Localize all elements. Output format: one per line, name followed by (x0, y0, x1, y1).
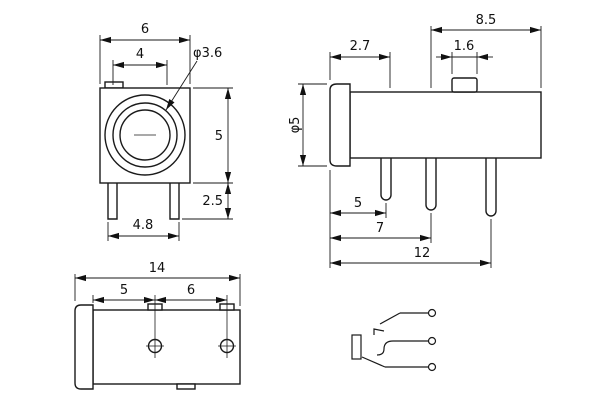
dim-label: 6 (141, 22, 149, 37)
dim-label: 5 (120, 283, 128, 298)
top-view: 14 5 6 (74, 261, 241, 390)
dim-label: 12 (414, 246, 431, 261)
dim-label: 8.5 (476, 13, 497, 28)
dim-label: φ3.6 (193, 46, 222, 61)
dim-label: 5 (354, 196, 362, 211)
dim-label: 2.7 (350, 39, 371, 54)
schematic-plug-body (351, 334, 362, 360)
dim-front-pin-span: 4.8 (107, 218, 180, 241)
schematic-view (351, 308, 437, 372)
schematic-terminal-2 (427, 336, 437, 346)
schematic-sleeve-contact (361, 356, 386, 368)
leader-line (165, 60, 198, 111)
side-pin-1 (380, 158, 392, 201)
side-pin-2 (425, 158, 437, 211)
front-top-tab (104, 81, 124, 89)
side-pin-3 (485, 158, 497, 217)
dim-label: 1.6 (454, 39, 475, 54)
side-front-cap (329, 83, 351, 167)
front-pin-left (107, 183, 118, 220)
barrel-outer-circle (104, 94, 186, 176)
schematic-terminal-3 (427, 362, 437, 372)
front-pin-right (169, 183, 180, 220)
dim-label: φ5 (288, 117, 303, 134)
dim-label: 7 (376, 221, 384, 236)
dim-side-top-length: 8.5 (430, 13, 542, 88)
dim-bore-leader: φ3.6 (165, 46, 222, 111)
dim-side-pin-offsets: 5 7 12 (329, 170, 492, 268)
top-front-cap (74, 304, 94, 390)
dim-label: 5 (215, 129, 223, 144)
dim-label: 2.5 (202, 194, 223, 209)
top-bottom-notch (176, 383, 196, 390)
side-view: 8.5 2.7 1.6 φ5 (288, 13, 542, 268)
dim-label: 6 (187, 283, 195, 298)
bore-circle (119, 109, 171, 161)
dim-front-inner-width: 4 (112, 47, 168, 85)
dim-side-tab-width: 1.6 (436, 39, 493, 74)
side-body-outline (349, 91, 542, 159)
barrel-chamfer-circle (112, 102, 178, 168)
schematic-terminal-1 (427, 308, 437, 318)
schematic-switch-contact (373, 328, 385, 335)
dim-top-total-length: 14 (74, 261, 241, 306)
front-view: 6 4 φ3.6 5 2.5 4.8 (99, 22, 233, 241)
dim-front-width: 6 (99, 22, 191, 84)
dim-front-height: 5 2.5 (182, 87, 233, 220)
schematic-spring-contact (376, 340, 394, 356)
dim-label: 14 (149, 261, 166, 276)
dim-side-barrel-dia: φ5 (288, 83, 327, 167)
dim-side-front-offset: 2.7 (329, 39, 391, 88)
top-body-outline (92, 309, 241, 385)
side-top-tab (451, 77, 478, 93)
dim-top-hole-offsets: 5 6 (92, 283, 228, 358)
dim-label: 4 (136, 47, 144, 62)
dim-label: 4.8 (133, 218, 154, 233)
schematic-switch-arm (379, 312, 401, 325)
